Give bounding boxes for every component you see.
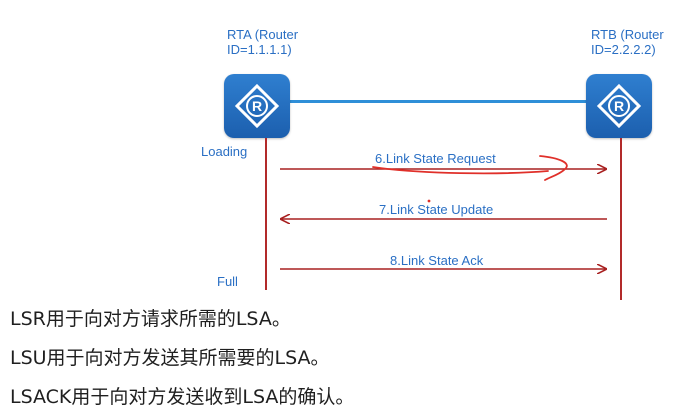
svg-text:R: R [252, 98, 262, 114]
router-link-line [290, 100, 586, 103]
note-lsack: LSACK用于向对方发送收到LSA的确认。 [10, 386, 355, 408]
message-lsu-label: 7.Link State Update [379, 202, 494, 217]
rta-caption: RTA (Router ID=1.1.1.1) [227, 27, 299, 57]
router-rtb-icon: R [586, 74, 652, 138]
note-lsr: LSR用于向对方请求所需的LSA。 [10, 308, 291, 330]
handwritten-underline-annotation [372, 155, 568, 181]
message-lsr-label: 6.Link State Request [375, 151, 496, 166]
state-loading-label: Loading [201, 144, 248, 159]
handwritten-dot-annotation [427, 199, 431, 203]
router-rta-icon: R [224, 74, 290, 138]
note-lsu: LSU用于向对方发送其所需要的LSA。 [10, 347, 330, 369]
svg-text:R: R [614, 98, 624, 114]
state-full-label: Full [217, 274, 238, 289]
rtb-caption: RTB (Router ID=2.2.2.2) [591, 27, 664, 57]
message-lsack-label: 8.Link State Ack [390, 253, 484, 268]
